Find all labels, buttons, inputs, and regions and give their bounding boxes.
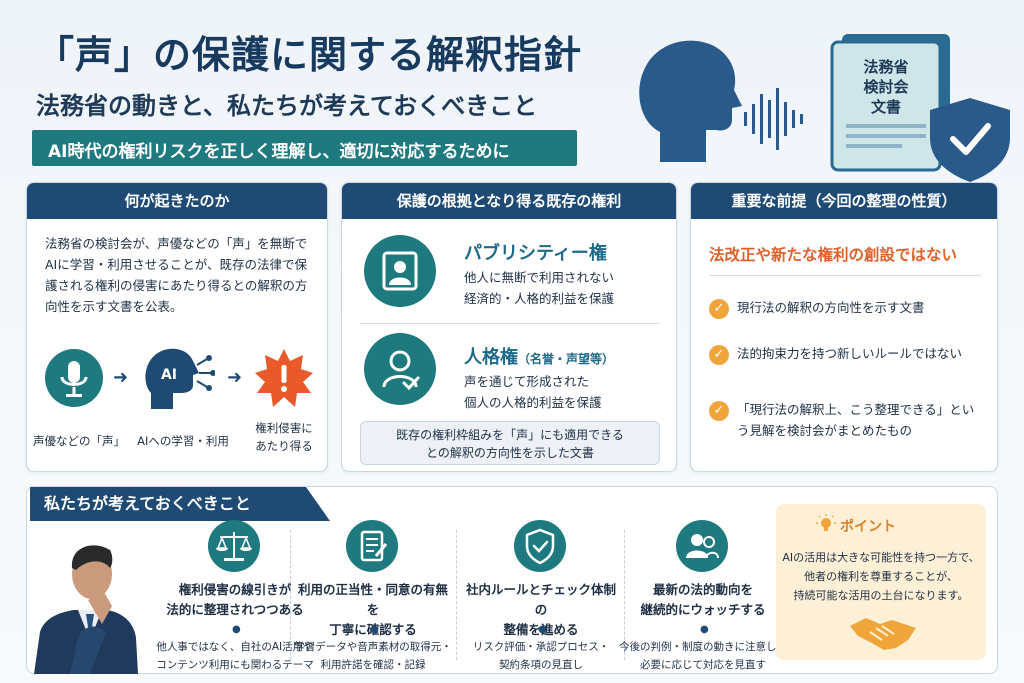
scales-icon <box>208 520 260 572</box>
check-icon: ✓ <box>709 299 729 319</box>
flow-label-voice: 声優などの「声」 <box>33 434 125 448</box>
premise-headline: 法改正や新たな権利の創設ではない <box>709 246 958 264</box>
premise-card: 重要な前提（今回の整理の性質） 法改正や新たな権利の創設ではない ✓ 現行法の解… <box>690 182 998 472</box>
consideration-desc: 学習データや音声素材の取得元・ 利用許諾を確認・記録 <box>294 641 452 671</box>
what-happened-body: 法務省の検討会が、声優などの「声」を無断でAIに学習・利用させることが、既存の法… <box>45 236 308 314</box>
divider <box>624 530 625 660</box>
flow-arrow-icon: ➜ <box>113 367 129 388</box>
hero-illustration: 法務省 検討会 文書 <box>639 34 1010 182</box>
flow-label-ai: AIへの学習・利用 <box>137 434 229 448</box>
thinking-person-icon <box>34 545 138 674</box>
premise-item-1: 現行法の解釈の方向性を示す文書 <box>737 300 925 315</box>
note-line-1: 既存の権利枠組みを「声」にも適用できる <box>396 428 624 442</box>
publicity-right-desc-1: 他人に無断で利用されない <box>464 270 615 285</box>
note-line-2: との解釈の方向性を示した文書 <box>426 446 594 460</box>
personal-right-desc-2: 個人の人格的利益を保護 <box>464 395 602 410</box>
publicity-right-desc-2: 経済的・人格的利益を保護 <box>464 291 615 306</box>
existing-rights-heading: 保護の根拠となり得る既存の権利 <box>342 183 676 219</box>
dot-icon: ● <box>232 624 241 635</box>
consideration-title: 権利侵害の線引きが 法的に整理されつつある <box>166 582 304 617</box>
ai-text: AI <box>161 367 177 383</box>
handshake-icon <box>850 618 916 650</box>
page-subtitle: 法務省の動きと、私たちが考えておくべきこと <box>36 92 538 120</box>
what-happened-heading: 何が起きたのか <box>27 183 327 219</box>
point-box: ポイント AIの活用は大きな可能性を持つ一方で、 他者の権利を尊重することが、 … <box>776 504 986 660</box>
divider <box>360 323 660 324</box>
document-label-2: 検討会 <box>863 78 908 96</box>
check-icon: ✓ <box>709 345 729 365</box>
dot-icon: ● <box>370 624 379 635</box>
head-silhouette-icon <box>639 40 742 162</box>
flow-label-infringement: 権利侵害に あたり得る <box>255 421 313 453</box>
check-icon: ✓ <box>709 401 729 421</box>
existing-rights-card: 保護の根拠となり得る既存の権利 パブリシティー権 他人に無断で利用されない 経済… <box>341 182 677 472</box>
consideration-title: 最新の法的動向を 継続的にウォッチする <box>640 582 766 617</box>
flow-arrow-icon: ➜ <box>227 367 243 388</box>
ai-head-icon: AI <box>143 343 216 413</box>
shield-check-icon <box>514 520 566 572</box>
dot-icon: ● <box>700 624 709 635</box>
document-icon: 法務省 検討会 文書 <box>830 34 950 172</box>
people-icon <box>676 520 728 572</box>
what-happened-card: 何が起きたのか 法務省の検討会が、声優などの「声」を無断でAIに学習・利用させる… <box>26 182 328 472</box>
point-text: AIの活用は大きな可能性を持つ一方で、 他者の権利を尊重することが、 持続可能な… <box>782 551 980 602</box>
document-label-3: 文書 <box>871 98 901 116</box>
portrait-icon <box>364 235 436 307</box>
premise-item-3: 「現行法の解釈上、こう整理できる」という見解を検討会がまとめたもの <box>737 402 975 438</box>
divider <box>456 530 457 660</box>
personal-right-title-note: （名誉・声望等） <box>518 352 615 366</box>
publicity-right-title: パブリシティー権 <box>464 243 607 264</box>
banner: AI時代の権利リスクを正しく理解し、適切に対応するために <box>32 130 577 166</box>
document-label-1: 法務省 <box>863 58 908 76</box>
warning-burst-icon <box>253 347 315 409</box>
lightbulb-icon <box>816 514 836 534</box>
divider <box>290 530 291 660</box>
premise-heading: 重要な前提（今回の整理の性質） <box>691 183 997 219</box>
personal-right-title-main: 人格権 <box>464 347 518 368</box>
shield-check-icon <box>930 98 1010 182</box>
page-title: 「声」の保護に関する解釈指針 <box>36 33 583 77</box>
consideration-title: 利用の正当性・同意の有無を 丁寧に確認する <box>297 582 448 637</box>
person-check-icon <box>364 333 436 405</box>
considerations-heading: 私たちが考えておくべきこと <box>30 487 330 521</box>
divider <box>709 275 981 276</box>
personal-right-title: 人格権（名誉・声望等） <box>464 343 614 369</box>
sound-wave-icon <box>744 88 803 150</box>
personal-right-desc-1: 声を通じて形成された <box>464 374 590 389</box>
dot-icon: ● <box>538 624 547 635</box>
consideration-title: 社内ルールとチェック体制の 整備を進める <box>465 582 616 637</box>
consideration-desc: リスク評価・承認プロセス・ 契約条項の見直し <box>472 641 610 671</box>
microphone-icon <box>45 349 103 407</box>
existing-rights-note: 既存の権利枠組みを「声」にも適用できる との解釈の方向性を示した文書 <box>360 421 660 465</box>
checklist-icon <box>346 520 398 572</box>
consideration-desc: 他人事ではなく、自社のAI活用や コンテンツ利用にも関わるテーマ <box>156 641 314 671</box>
premise-item-2: 法的拘束力を持つ新しいルールではない <box>737 346 963 361</box>
consideration-desc: 今後の判例・制度の動きに注意し、 必要に応じて対応を見直す <box>619 641 787 671</box>
point-title: ポイント <box>840 519 896 535</box>
